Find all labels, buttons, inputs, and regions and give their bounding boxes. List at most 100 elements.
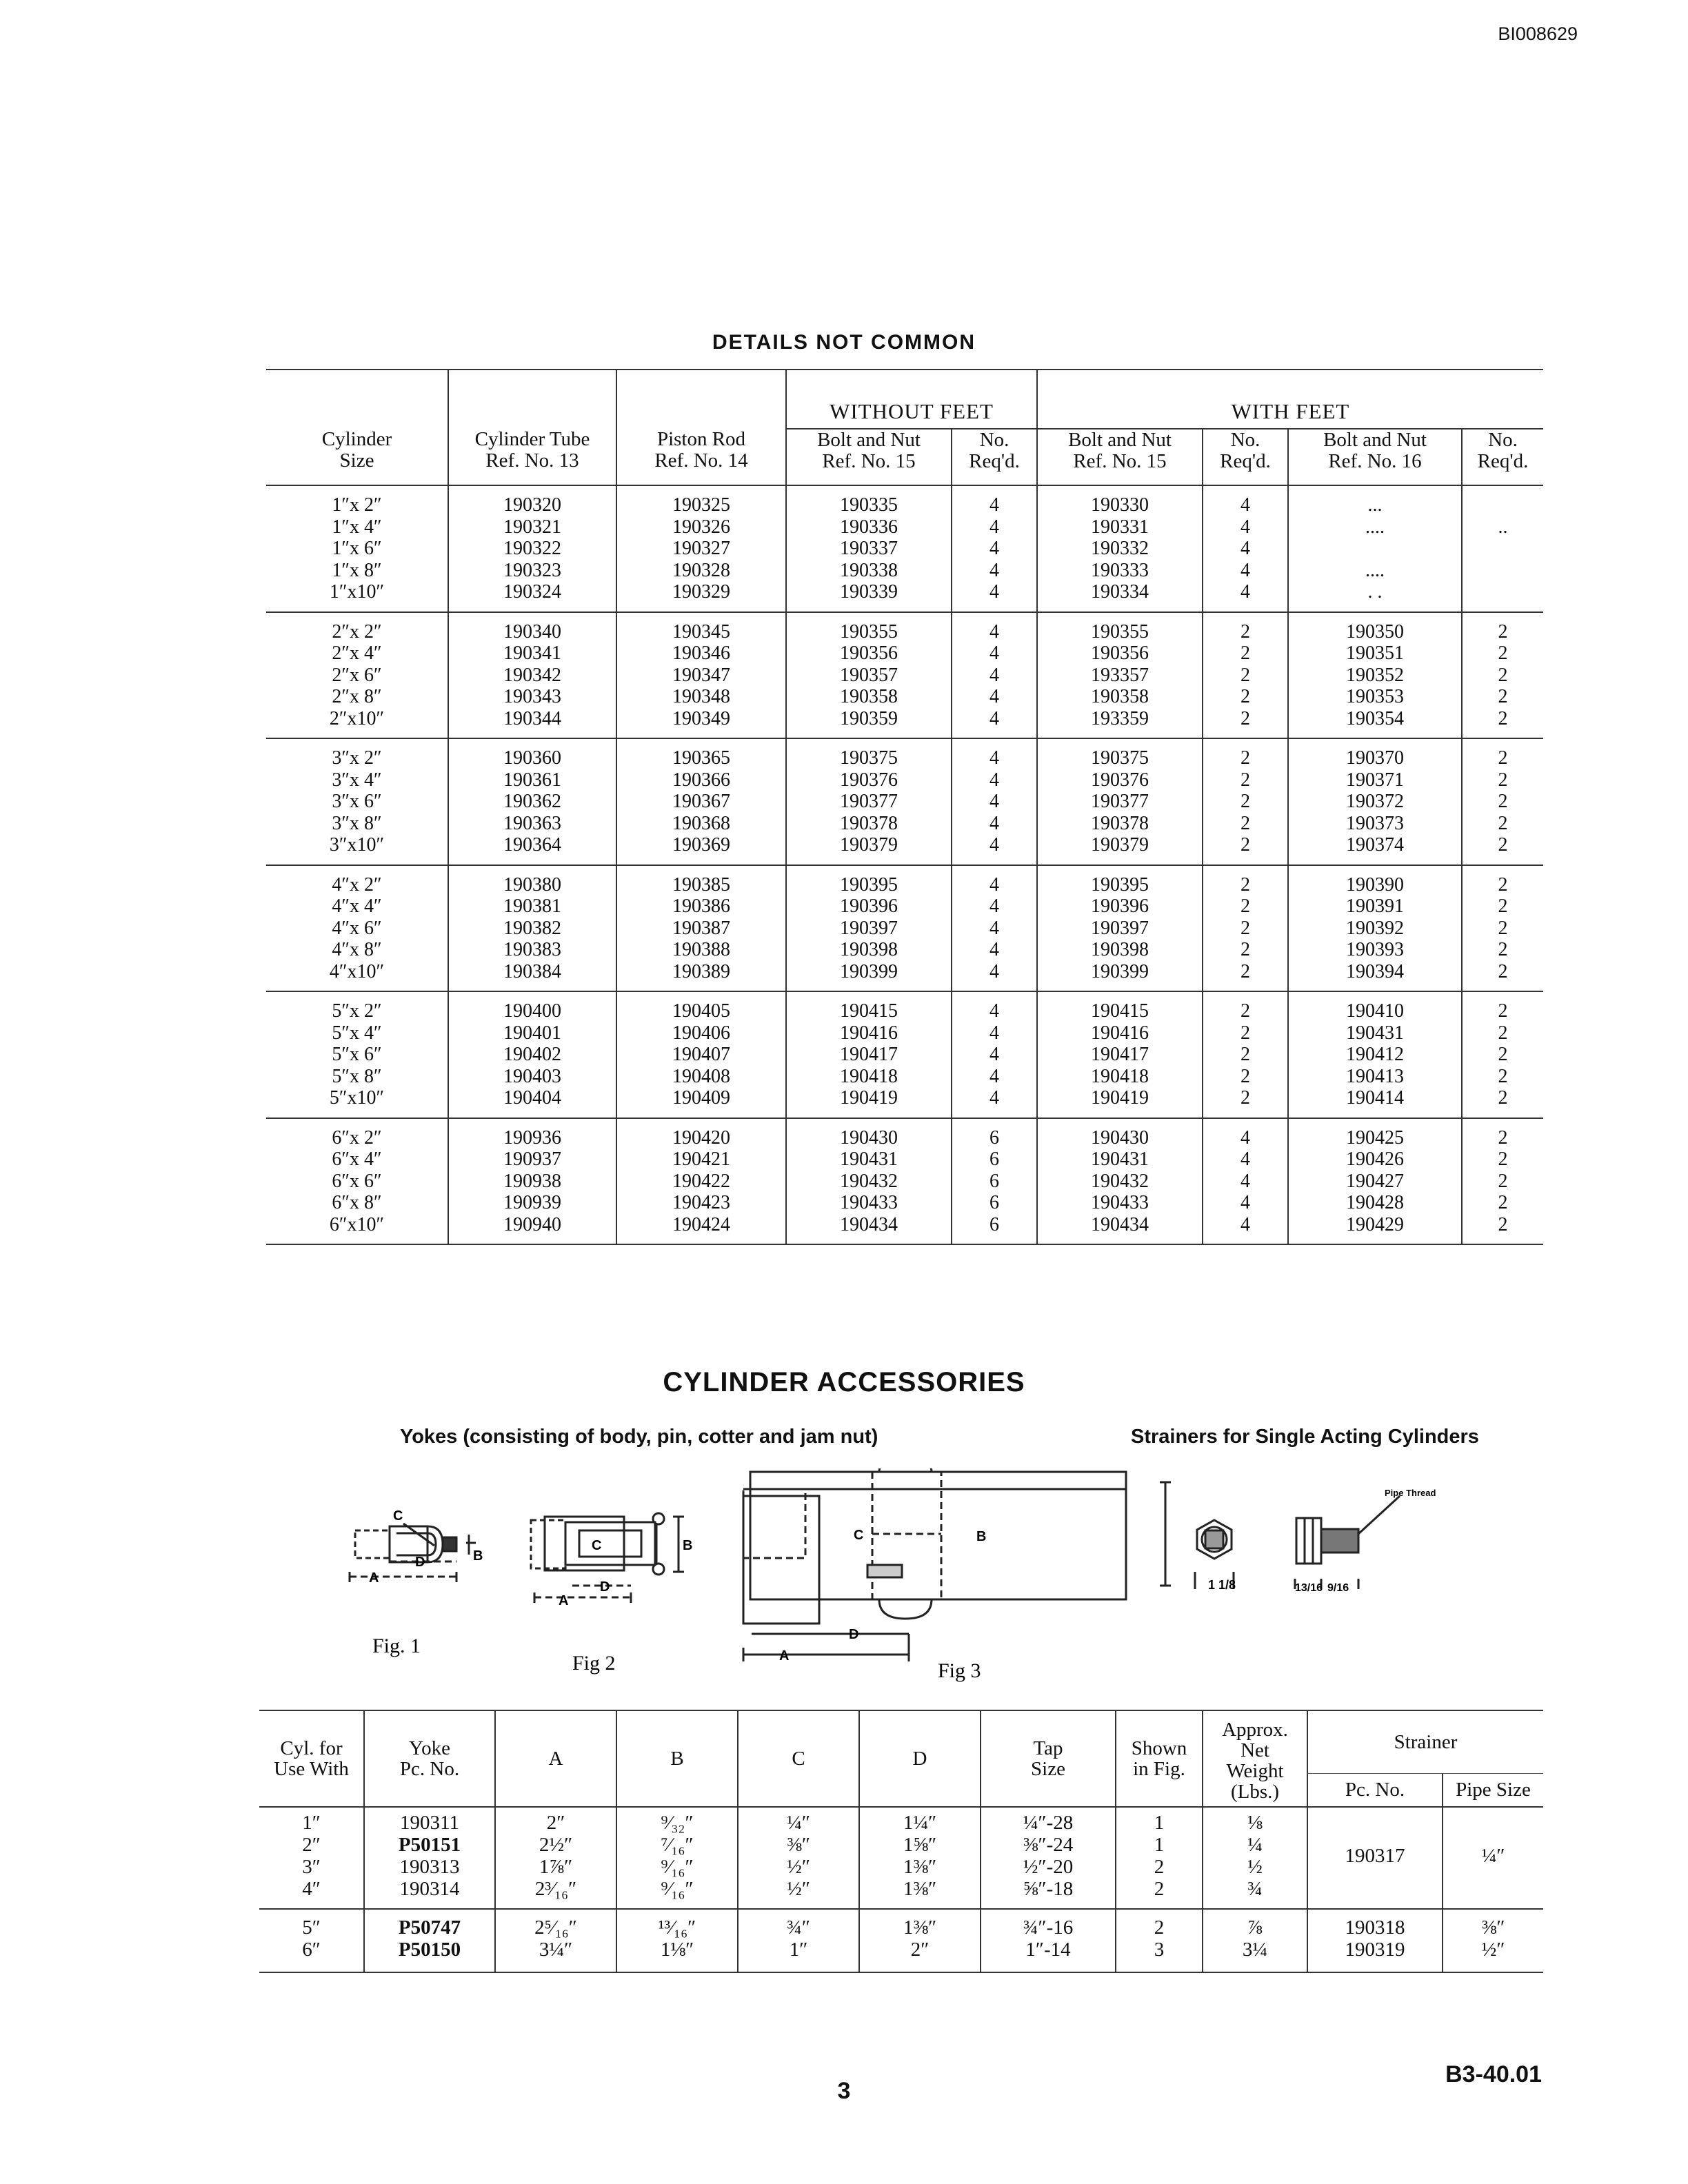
value: 190349	[672, 707, 730, 729]
value: 190430	[1091, 1126, 1149, 1149]
value: 2	[1240, 960, 1250, 982]
value: 1⅜″	[903, 1917, 937, 1939]
cell-sizes: 2″x 2″2″x 4″2″x 6″2″x 8″2″x10″	[266, 612, 448, 739]
value: 190939	[503, 1192, 561, 1213]
fig2-caption: Fig 2	[572, 1652, 616, 1675]
value: P50150	[398, 1939, 461, 1961]
value: 2	[1498, 834, 1508, 856]
value: 4″	[302, 1878, 321, 1900]
value: ⅜″	[787, 1834, 810, 1856]
value: 190381	[503, 896, 561, 917]
value: 5″x 8″	[332, 1065, 382, 1087]
value: 190407	[672, 1044, 730, 1065]
value: ⁹⁄₁₆″	[661, 1878, 694, 1900]
value: 190356	[1091, 643, 1149, 664]
value: 190347	[672, 664, 730, 686]
value: ⁹⁄₁₆″	[661, 1856, 694, 1878]
value: 190320	[503, 494, 561, 516]
value: 190426	[1346, 1149, 1404, 1170]
value: 3″	[302, 1856, 321, 1878]
value: 4	[989, 917, 999, 939]
value: P50747	[398, 1917, 461, 1939]
value: 190325	[672, 494, 730, 516]
value: 190420	[672, 1126, 730, 1149]
value: 4″x 2″	[332, 873, 382, 896]
value: 2	[1240, 747, 1250, 769]
value: 190396	[840, 896, 898, 917]
value	[1293, 538, 1457, 560]
value: 190380	[503, 873, 561, 896]
value: 190431	[1091, 1149, 1149, 1170]
value: ¾″-16	[1023, 1917, 1074, 1939]
value: 190357	[840, 664, 898, 686]
value: 2	[1240, 791, 1250, 812]
value: 190365	[672, 747, 730, 769]
value: 4	[989, 1000, 999, 1022]
value: ¾″	[787, 1917, 810, 1939]
fig2-yoke-drawing	[530, 1512, 684, 1603]
value: 1″	[789, 1939, 808, 1961]
value: 190415	[1091, 1000, 1149, 1022]
value: 2	[1498, 1170, 1508, 1192]
value: 2	[1240, 1000, 1250, 1022]
value: 190434	[1091, 1213, 1149, 1235]
value: 190353	[1346, 686, 1404, 707]
accessories-title: CYLINDER ACCESSORIES	[663, 1367, 1025, 1397]
value: 190433	[1091, 1192, 1149, 1213]
value: ⁹⁄₃₂″	[661, 1812, 694, 1834]
acc-cell-cyl: 1″2″3″4″	[259, 1807, 364, 1910]
acc-col-d: D	[858, 1710, 981, 1808]
value: 190356	[840, 643, 898, 664]
value: 190345	[672, 620, 730, 643]
without-feet-header: WITHOUT FEET	[785, 369, 1037, 429]
value: 190395	[1091, 873, 1149, 896]
value: 3″x 6″	[332, 791, 382, 812]
strainer-hex-drawing	[1194, 1519, 1235, 1589]
acc-cell-b: ¹³⁄₁₆″1⅛″	[616, 1909, 738, 1972]
value: 1⅝″	[903, 1834, 937, 1856]
value: 190334	[1091, 581, 1149, 603]
value: 4	[1240, 538, 1250, 559]
value: 6	[989, 1170, 999, 1192]
acc-cell-d: 1⅜″2″	[858, 1909, 981, 1972]
value: 190388	[672, 939, 730, 960]
value: 4″x 6″	[332, 917, 382, 939]
value: 3″x10″	[329, 834, 385, 856]
value: 1⅜″	[903, 1856, 937, 1878]
value: 190414	[1346, 1087, 1404, 1109]
value: 190368	[672, 812, 730, 834]
acc-cell-pipe: ⅜″½″	[1442, 1909, 1543, 1972]
value	[1467, 581, 1539, 603]
value: 190424	[672, 1213, 730, 1235]
value: 4	[989, 1044, 999, 1065]
value: 4	[1240, 559, 1250, 581]
value: 1⅞″	[539, 1856, 573, 1878]
value: 190373	[1346, 812, 1404, 834]
value: ½″	[1481, 1939, 1505, 1961]
value: 2	[1240, 1044, 1250, 1065]
value: 190418	[840, 1065, 898, 1087]
value: 1″x 8″	[332, 559, 382, 581]
value: 4	[989, 494, 999, 516]
value: 2	[1154, 1856, 1165, 1878]
value: 4	[989, 516, 999, 538]
value: 190423	[672, 1192, 730, 1213]
value: 190430	[840, 1126, 898, 1149]
value: 190418	[1091, 1065, 1149, 1087]
value: 190404	[503, 1087, 561, 1109]
value: ...	[1367, 494, 1383, 516]
value: 190336	[840, 516, 898, 538]
